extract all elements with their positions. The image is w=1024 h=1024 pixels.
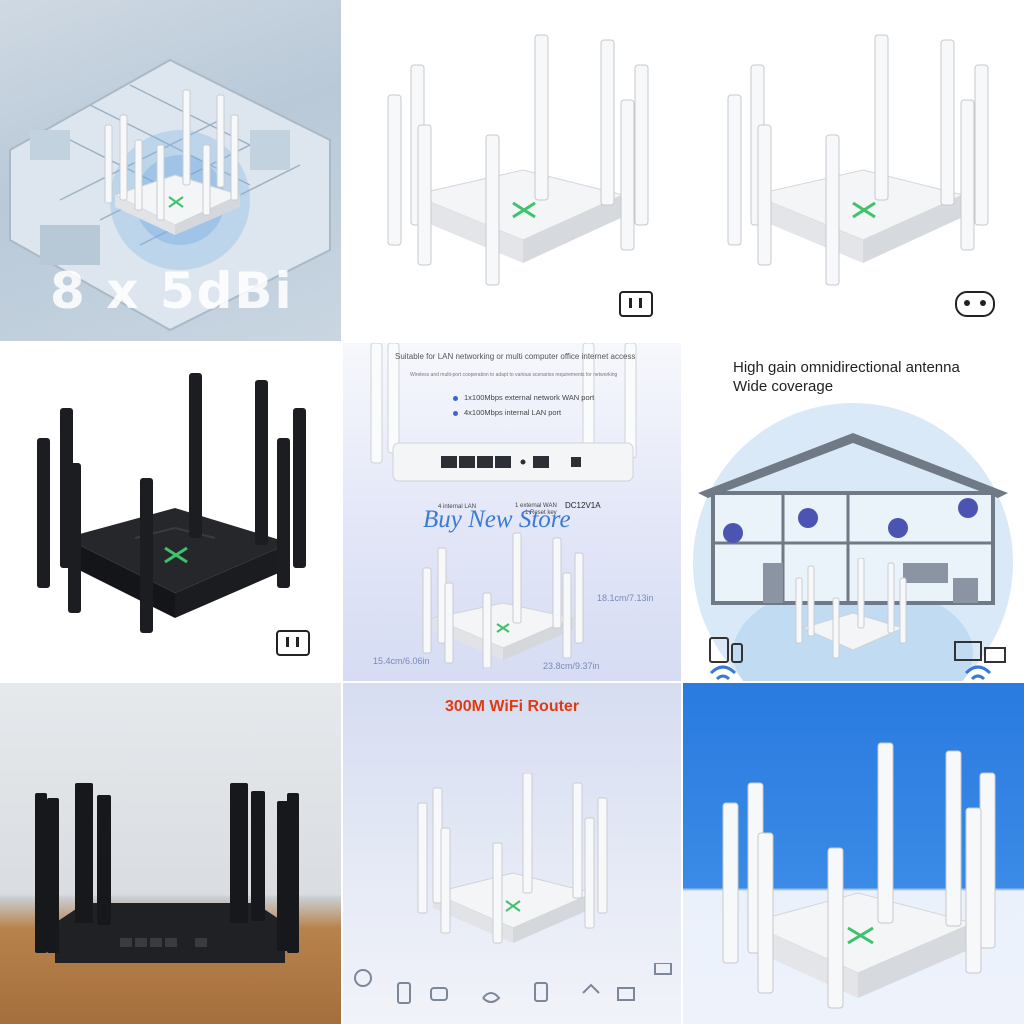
us-plug-icon: [276, 630, 310, 656]
panel-300m-router[interactable]: 300M WiFi Router: [343, 683, 681, 1024]
eu-plug-icon: [955, 291, 995, 317]
panel-router-blue-bg[interactable]: [683, 683, 1024, 1024]
router-white-icon: [722, 742, 996, 1009]
panel-coverage-building[interactable]: 8 x 5dBi: [0, 0, 341, 341]
width-dimension: 23.8cm/9.37in: [543, 661, 600, 671]
router-white-icon: [727, 34, 989, 286]
usage-subheading: Wireless and multi-port cooperation to a…: [410, 372, 618, 378]
router-black-front-icon: [35, 783, 299, 963]
router-black-icon: [37, 373, 306, 633]
port-label: 1 Reset key: [525, 510, 557, 516]
height-dimension: 18.1cm/7.13in: [597, 593, 654, 603]
panel-ports-dimensions[interactable]: Suitable for LAN networking or multi com…: [343, 343, 681, 681]
router-model-title: 300M WiFi Router: [444, 698, 580, 715]
panel-black-router[interactable]: [0, 343, 341, 681]
panel-router-on-table[interactable]: [0, 683, 341, 1024]
depth-dimension: 15.4cm/6.06in: [373, 656, 430, 666]
store-watermark: Buy New Store: [423, 506, 571, 533]
feature-item: 1x100Mbps external network WAN port: [453, 393, 594, 402]
house-illustration: [693, 403, 1013, 681]
panel-house-coverage[interactable]: High gain omnidirectional antenna Wide c…: [683, 343, 1024, 681]
us-plug-icon: [619, 291, 653, 317]
router-white-icon: [104, 89, 242, 235]
panel-white-router-us[interactable]: [343, 0, 681, 341]
feature-item: 4x100Mbps internal LAN port: [453, 408, 561, 417]
antenna-gain-label: 8 x 5dBi: [50, 262, 294, 320]
router-white-icon: [795, 558, 907, 659]
port-label: 4 internal LAN: [438, 504, 477, 510]
bullet-icon: [453, 410, 458, 416]
usage-heading: Suitable for LAN networking or multi com…: [395, 352, 636, 361]
monitor-laptop-icon: [954, 641, 1006, 663]
router-white-icon: [417, 773, 608, 944]
panel-white-router-eu[interactable]: [683, 0, 1024, 341]
router-white-icon: [422, 532, 584, 668]
port-label: 1 external WAN: [515, 503, 557, 509]
bullet-icon: [453, 395, 458, 401]
router-back-ports: [370, 343, 637, 482]
tablet-phone-icon: [709, 637, 743, 663]
power-label: DC12V1A: [565, 501, 601, 510]
router-white-icon: [387, 34, 649, 286]
device-icons-row: [354, 963, 672, 1004]
coverage-title: High gain omnidirectional antenna Wide c…: [733, 359, 960, 395]
